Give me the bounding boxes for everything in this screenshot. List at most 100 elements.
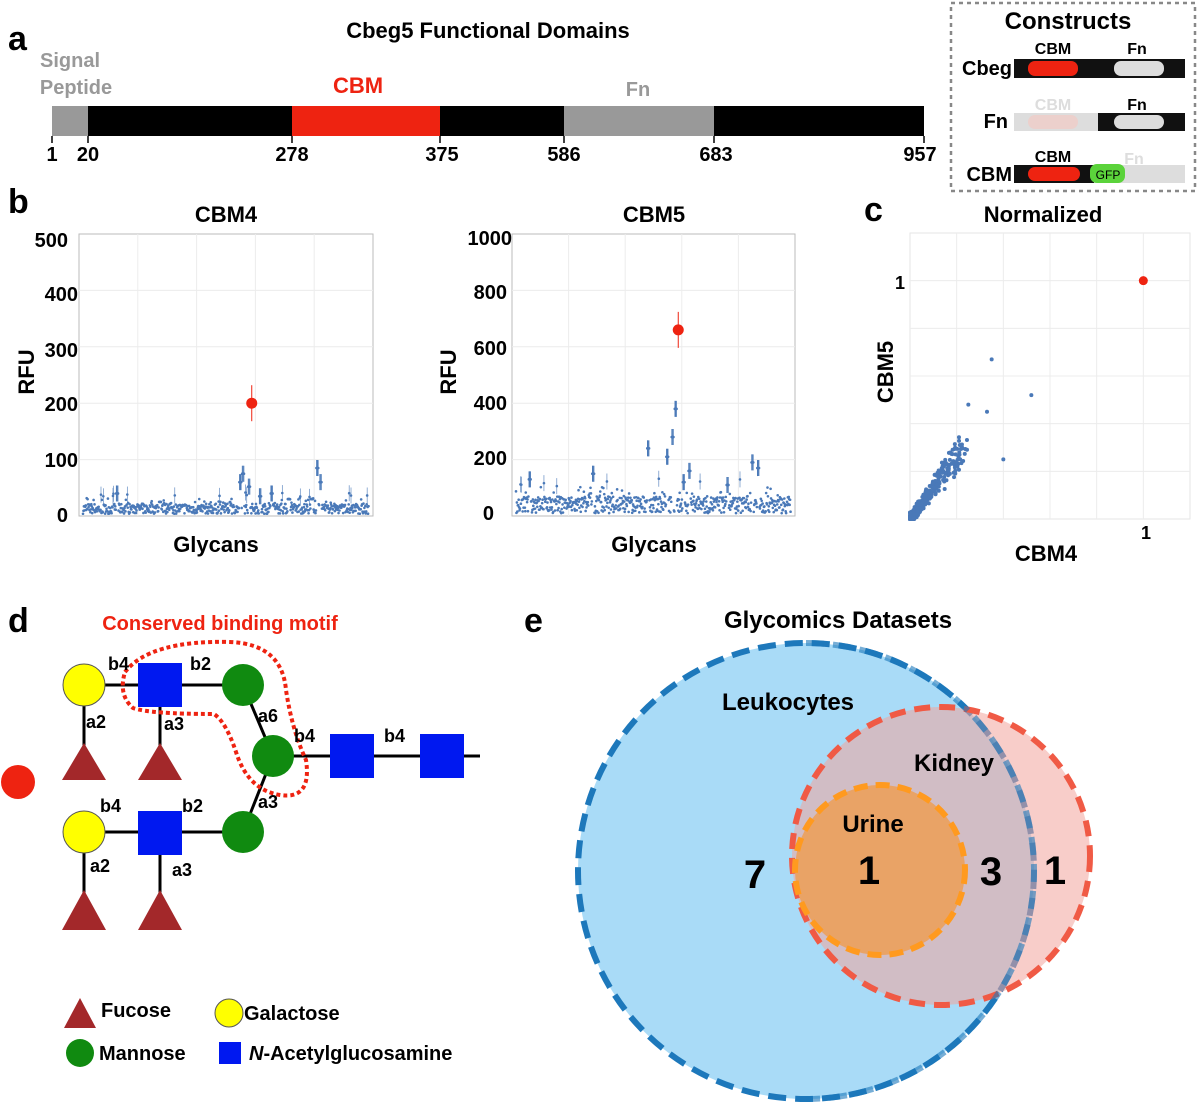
glycan-point (281, 509, 285, 513)
glycan-point (664, 503, 668, 506)
glycan-point (692, 495, 696, 498)
glycan-point (564, 498, 567, 502)
glycan-point (908, 517, 912, 521)
glycan-point (724, 500, 728, 503)
glycan-point (124, 510, 127, 513)
glycan-point (735, 507, 738, 511)
glycan-point (635, 499, 638, 502)
glycan-point (90, 502, 93, 506)
glycan-point (952, 442, 957, 447)
glycan-point (686, 511, 689, 515)
glycan-point (307, 511, 310, 515)
glycan-point (353, 506, 357, 509)
glycan-point (943, 462, 948, 467)
glycan-point (524, 509, 527, 513)
glycan-point (690, 492, 694, 495)
glycan-point (366, 512, 370, 516)
glycan-point (931, 481, 936, 486)
glycan-point (518, 507, 522, 510)
glycan-point (680, 498, 684, 501)
glycan-point (365, 494, 369, 497)
glycan-point (313, 499, 317, 503)
glycan-point (111, 494, 115, 498)
y-tick-label: 1000 (468, 228, 513, 250)
glycan-point (701, 504, 705, 507)
panel-label-c: c (864, 191, 883, 229)
glycan-point (556, 508, 559, 512)
cbm5-plot: CBM5 1000 800 600 400 200 0 RFU Glycans (436, 202, 796, 557)
glycan-point (630, 511, 634, 515)
glycan-point (217, 509, 221, 512)
glycan-point (917, 502, 922, 507)
glycan-point (728, 508, 732, 512)
glycan-point (135, 509, 138, 512)
glycan-point (643, 507, 646, 510)
glycan-point (262, 512, 266, 516)
glycan-point (525, 500, 529, 504)
glcnac-icon (138, 663, 182, 707)
glycan-point (351, 506, 354, 510)
linkage-label: b2 (190, 654, 211, 674)
glycan-point (311, 497, 315, 500)
glycan-point (271, 492, 274, 495)
glycan-point (280, 498, 284, 502)
glycan-point (155, 503, 159, 507)
glycan-point (535, 501, 539, 504)
glycan-point (244, 503, 248, 507)
motif-label: Conserved binding motif (102, 613, 338, 635)
glycan-point (614, 507, 618, 510)
glycan-point (558, 501, 561, 504)
glycan-point (122, 512, 126, 515)
mannose-icon (222, 811, 264, 853)
glycan-point (263, 504, 267, 508)
glycan-point (240, 506, 243, 510)
glycan-point (81, 512, 85, 516)
glycan-point (290, 501, 293, 504)
glycan-legend: Fucose Galactose Mannose N-Acetylglucosa… (64, 998, 452, 1067)
glycan-point (923, 494, 928, 499)
glycan-point (295, 507, 298, 510)
glycan-point (964, 437, 969, 442)
glcnac-icon (330, 734, 374, 778)
glycan-point (323, 508, 327, 512)
glycan-point (347, 491, 351, 495)
legend-mannose: Mannose (99, 1043, 186, 1065)
glycan-point (550, 506, 554, 509)
fn-module (1114, 61, 1164, 76)
y-tick-label: 0 (483, 503, 494, 525)
glycan-point (550, 508, 553, 511)
glycan-point (607, 511, 611, 515)
glycan-point (99, 493, 103, 496)
construct-cbm-label: CBM (1035, 41, 1071, 58)
glycan-point (652, 506, 655, 510)
glycan-point (106, 510, 109, 513)
glycan-point (539, 485, 543, 489)
glycan-point (637, 496, 640, 500)
glycan-point (678, 491, 681, 495)
glycan-point (589, 492, 593, 495)
glycan-point (788, 498, 792, 502)
glycan-point (167, 508, 171, 512)
glycan-point (695, 498, 699, 501)
galactose-icon (62, 663, 106, 707)
glycan-point (320, 480, 323, 484)
linkage-label: a3 (172, 860, 192, 880)
glycan-point (350, 508, 353, 512)
glycan-point (776, 493, 779, 497)
glycan-point (947, 471, 952, 476)
glycan-point (717, 504, 721, 507)
glycan-point (712, 500, 716, 503)
signal-segment (52, 106, 88, 136)
glycan-point (614, 504, 618, 507)
glycan-point (529, 478, 532, 481)
glycan-point (275, 503, 279, 506)
glycan-point (520, 483, 523, 486)
fucose-icon (64, 998, 96, 1028)
glycan-point (656, 497, 660, 501)
glycan-point (705, 505, 709, 508)
glycan-point (605, 505, 608, 508)
glycan-point (199, 508, 203, 511)
glycan-point (654, 495, 658, 499)
glycan-point (113, 505, 117, 508)
glycan-point (721, 496, 725, 499)
